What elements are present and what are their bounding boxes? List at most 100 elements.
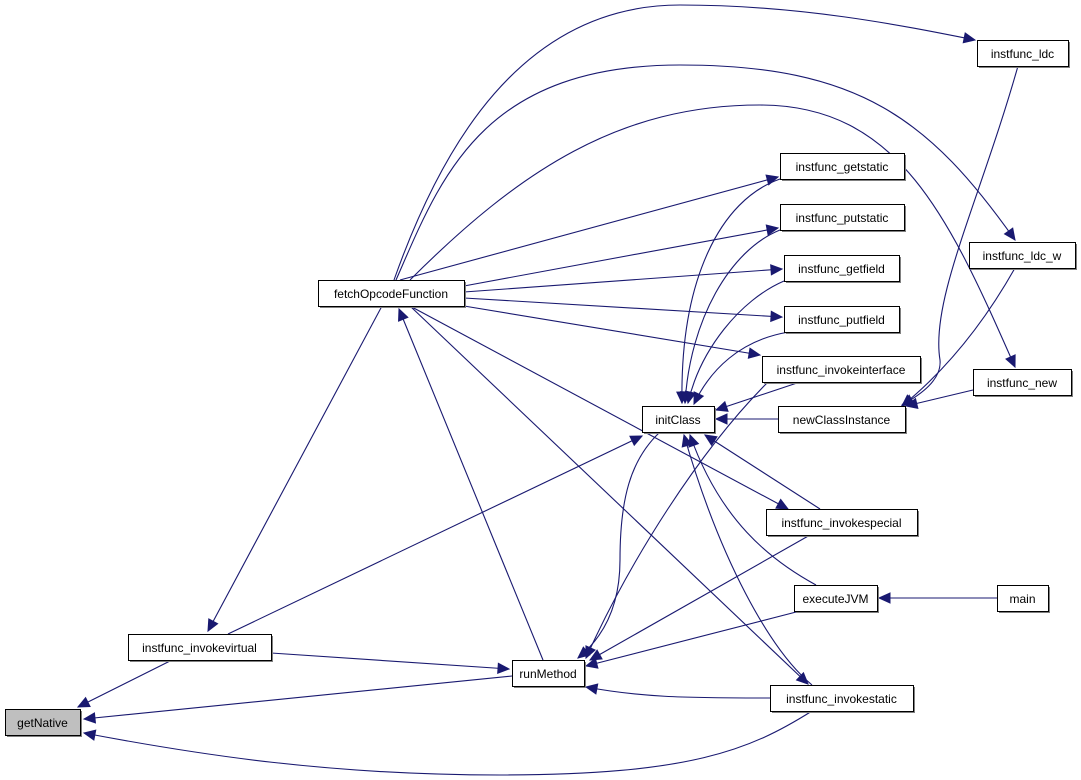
node-box[interactable] (780, 153, 905, 180)
edge-line (393, 4, 976, 281)
node-label: runMethod (519, 667, 576, 681)
node-instfunc-putfield[interactable]: instfunc_putfield (784, 306, 902, 335)
node-newClassInstance[interactable]: newClassInstance (778, 406, 908, 435)
edge-line (715, 381, 801, 411)
edge-line (589, 534, 811, 661)
node-instfunc-invokevirtual[interactable]: instfunc_invokevirtual (128, 634, 274, 663)
arrowhead-icon (398, 307, 409, 322)
edge-instfunc_putfield-to-initClass (693, 331, 790, 406)
node-box[interactable] (512, 660, 585, 687)
node-instfunc-invokeinterface[interactable]: instfunc_invokeinterface (762, 356, 923, 385)
node-instfunc-ldc-w[interactable]: instfunc_ldc_w (969, 242, 1078, 271)
node-label: getNative (17, 716, 68, 730)
arrowhead-icon (714, 400, 729, 412)
node-label: instfunc_invokestatic (786, 692, 897, 706)
node-main[interactable]: main (997, 585, 1051, 614)
arrowhead-icon (877, 592, 891, 604)
edge-initClass-to-runMethod (577, 431, 661, 659)
node-instfunc-getstatic[interactable]: instfunc_getstatic (780, 153, 907, 182)
edge-instfunc_invokevirtual-to-getNative (76, 659, 173, 708)
edge-instfunc_invokestatic-to-initClass (681, 433, 813, 686)
node-label: fetchOpcodeFunction (334, 287, 448, 301)
edge-line (398, 308, 544, 661)
edge-fetchOpcodeFunction-to-instfunc_ldc (393, 4, 977, 281)
arrowhead-icon (962, 32, 977, 44)
edge-line (83, 710, 813, 776)
edge-line (463, 305, 761, 356)
node-instfunc-new[interactable]: instfunc_new (973, 369, 1074, 398)
node-box[interactable] (778, 406, 906, 433)
node-label: instfunc_putfield (798, 313, 885, 327)
edge-line (395, 64, 1016, 281)
node-label: instfunc_getfield (798, 262, 885, 276)
node-box[interactable] (997, 585, 1049, 612)
arrowhead-icon (703, 434, 718, 447)
edge-instfunc_new-to-newClassInstance (904, 389, 974, 409)
edge-line (683, 434, 813, 686)
edge-instfunc_invokespecial-to-initClass (703, 434, 821, 510)
edge-line (901, 267, 1016, 407)
edge-instfunc_invokestatic-to-runMethod (584, 683, 771, 699)
arrowhead-icon (765, 224, 780, 236)
arrowhead-icon (693, 391, 705, 406)
edge-line (901, 65, 1019, 406)
node-label: instfunc_invokespecial (781, 516, 901, 530)
node-label: instfunc_ldc_w (983, 249, 1062, 263)
node-box[interactable] (642, 406, 715, 433)
arrowhead-icon (82, 729, 97, 741)
arrowhead-icon (765, 174, 780, 186)
node-box[interactable] (977, 40, 1069, 67)
node-instfunc-getfield[interactable]: instfunc_getfield (784, 255, 902, 284)
arrowhead-icon (688, 433, 700, 448)
node-instfunc-putstatic[interactable]: instfunc_putstatic (780, 204, 907, 233)
edge-line (693, 331, 790, 405)
edge-fetchOpcodeFunction-to-instfunc_putfield (463, 297, 784, 323)
arrowhead-icon (684, 390, 697, 405)
arrowhead-icon (904, 397, 919, 409)
node-label: instfunc_new (987, 376, 1057, 390)
edge-line (704, 434, 821, 510)
node-box[interactable] (969, 242, 1076, 269)
node-box[interactable] (784, 255, 900, 282)
edge-instfunc_getfield-to-initClass (684, 280, 785, 405)
edge-line (409, 305, 809, 685)
edge-line (463, 297, 783, 318)
node-box[interactable] (770, 685, 914, 712)
node-instfunc-invokestatic[interactable]: instfunc_invokestatic (770, 685, 916, 714)
node-executeJVM[interactable]: executeJVM (794, 585, 880, 614)
node-fetchOpcodeFunction[interactable]: fetchOpcodeFunction (318, 280, 467, 309)
edge-fetchOpcodeFunction-to-instfunc_invokeinterface (463, 305, 762, 359)
edge-line (270, 652, 510, 670)
node-instfunc-ldc[interactable]: instfunc_ldc (977, 40, 1071, 69)
node-box[interactable] (784, 306, 900, 333)
node-box[interactable] (794, 585, 878, 612)
edge-instfunc_invokeinterface-to-initClass (714, 381, 801, 412)
node-box[interactable] (766, 509, 918, 536)
node-box[interactable] (762, 356, 921, 383)
node-initClass[interactable]: initClass (642, 406, 717, 435)
node-box[interactable] (780, 204, 905, 231)
node-box[interactable] (5, 709, 81, 736)
arrowhead-icon (770, 264, 784, 276)
edge-line (684, 229, 781, 404)
edge-instfunc_invokespecial-to-runMethod (588, 534, 811, 661)
node-box[interactable] (973, 369, 1072, 396)
edge-line (689, 434, 817, 586)
edge-fetchOpcodeFunction-to-instfunc_invokevirtual (207, 305, 383, 633)
edge-fetchOpcodeFunction-to-instfunc_ldc_w (395, 64, 1016, 281)
edge-fetchOpcodeFunction-to-instfunc_invokespecial (409, 305, 790, 510)
node-runMethod[interactable]: runMethod (512, 660, 587, 689)
arrowhead-icon (584, 683, 599, 695)
edge-fetchOpcodeFunction-to-instfunc_invokestatic (409, 305, 809, 685)
edges-layer (76, 4, 1019, 776)
node-box[interactable] (128, 634, 272, 661)
edge-instfunc_invokeinterface-to-runMethod (585, 381, 769, 660)
edge-runMethod-to-getNative (82, 675, 513, 724)
node-getNative[interactable]: getNative (5, 709, 83, 738)
node-box[interactable] (318, 280, 465, 307)
node-instfunc-invokespecial[interactable]: instfunc_invokespecial (766, 509, 920, 538)
edge-line (585, 610, 801, 667)
edge-line (409, 305, 789, 510)
edge-instfunc_ldc-to-newClassInstance (900, 65, 1019, 406)
